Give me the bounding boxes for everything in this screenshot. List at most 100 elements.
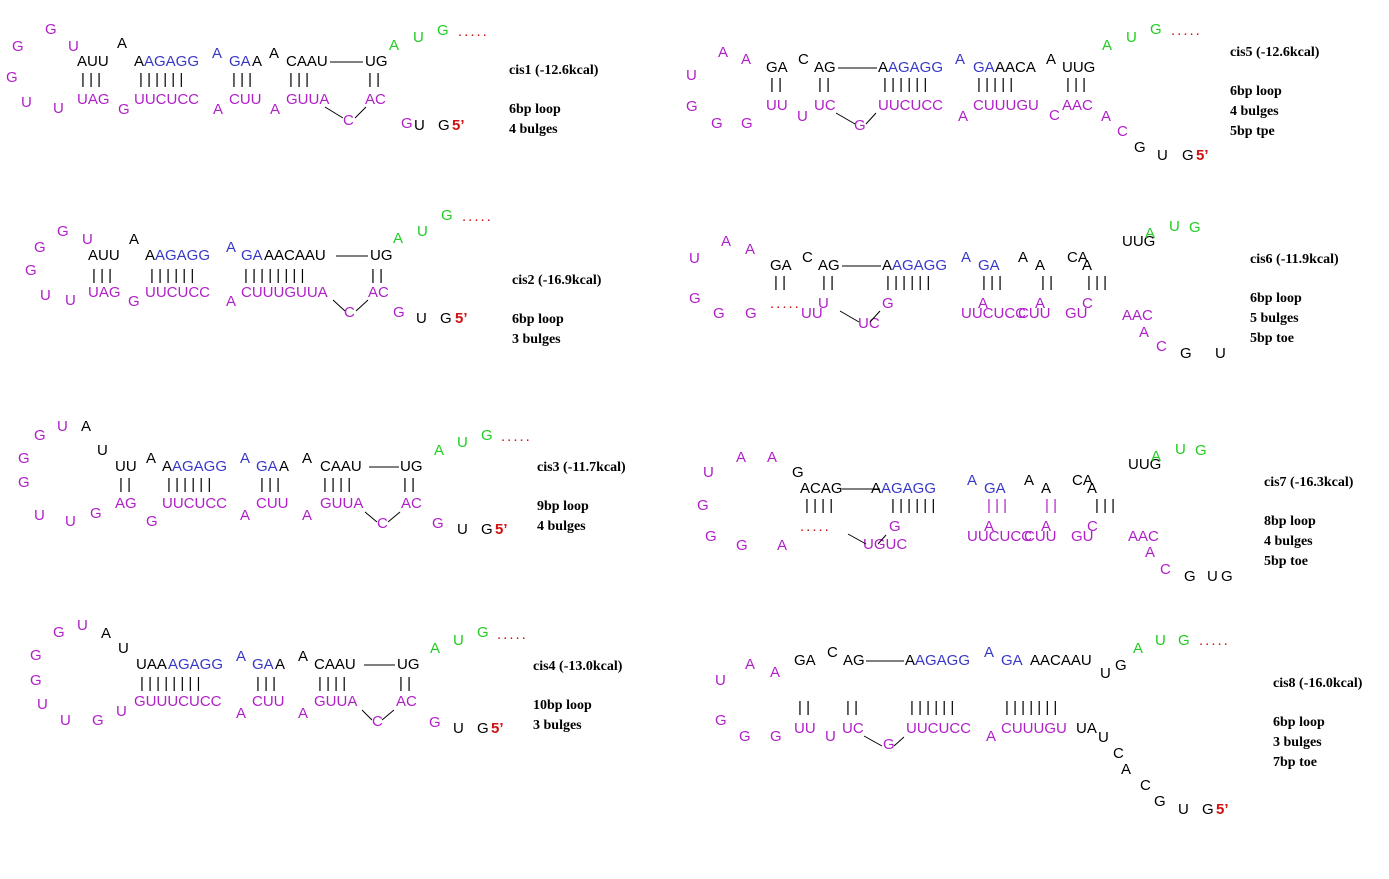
backbone-line xyxy=(361,709,373,721)
base-pair-bars: | | | | | | | | xyxy=(244,267,304,284)
nucleotide: GUUA xyxy=(286,91,329,108)
backbone-line xyxy=(863,735,883,747)
nucleotide: A xyxy=(1024,472,1034,489)
structure-note: 5bp toe xyxy=(1264,554,1308,569)
nucleotide: U xyxy=(1100,665,1111,682)
nucleotide: A xyxy=(1035,257,1045,274)
nucleotide: A xyxy=(905,652,915,669)
nucleotide: U xyxy=(686,67,697,84)
continuation-dots: ..... xyxy=(1171,22,1202,39)
structure-note: 6bp loop xyxy=(1230,84,1282,99)
nucleotide: A xyxy=(226,293,236,310)
nucleotide: C xyxy=(343,112,354,129)
nucleotide: A xyxy=(1151,448,1161,465)
nucleotide: A xyxy=(1145,544,1155,561)
nucleotide: G xyxy=(18,450,30,467)
nucleotide: A xyxy=(279,458,289,475)
nucleotide: A xyxy=(767,449,777,466)
base-pair-bars: | | | | xyxy=(805,497,833,514)
backbone-line xyxy=(865,112,877,125)
nucleotide: GA xyxy=(794,652,816,669)
base-pair-bars: | | | | | | xyxy=(910,699,954,716)
nucleotide: U xyxy=(34,507,45,524)
five-prime-marker: 5’ xyxy=(491,720,504,737)
nucleotide: GA xyxy=(1001,652,1023,669)
nucleotide: CUU xyxy=(1024,528,1057,545)
nucleotide: A xyxy=(741,51,751,68)
nucleotide: G xyxy=(25,262,37,279)
nucleotide: GA xyxy=(252,656,274,673)
nucleotide: U xyxy=(68,38,79,55)
nucleotide: UU xyxy=(115,458,137,475)
nucleotide: AAC xyxy=(1122,307,1153,324)
nucleotide: AAC xyxy=(1062,97,1093,114)
nucleotide: U xyxy=(40,287,51,304)
nucleotide: AC xyxy=(396,693,417,710)
nucleotide: A xyxy=(1101,108,1111,125)
nucleotide: U xyxy=(60,712,71,729)
nucleotide: UUCUCC xyxy=(967,528,1032,545)
nucleotide: GA xyxy=(770,257,792,274)
nucleotide: CUU xyxy=(252,693,285,710)
base-pair-bars: | | | | | | | | xyxy=(140,675,200,692)
nucleotide: C xyxy=(1117,123,1128,140)
nucleotide: G xyxy=(1134,139,1146,156)
structure-note: 6bp loop xyxy=(509,102,561,117)
backbone-line xyxy=(839,310,860,323)
nucleotide: G xyxy=(34,239,46,256)
nucleotide: G xyxy=(118,101,130,118)
nucleotide: G xyxy=(1150,21,1162,38)
nucleotide: UUCUCC xyxy=(878,97,943,114)
nucleotide: G xyxy=(477,624,489,641)
nucleotide: U xyxy=(416,310,427,327)
base-pair-bars: | | xyxy=(770,76,782,93)
nucleotide: A xyxy=(1018,249,1028,266)
nucleotide: G xyxy=(45,21,57,38)
nucleotide: G xyxy=(30,647,42,664)
nucleotide: U xyxy=(53,100,64,117)
base-pair-bars: | | | xyxy=(260,476,280,493)
nucleotide: C xyxy=(1087,518,1098,535)
five-prime-marker: 5’ xyxy=(495,521,508,538)
nucleotide: AGAGG xyxy=(168,656,223,673)
nucleotide: G xyxy=(689,290,701,307)
nucleotide: GUUA xyxy=(314,693,357,710)
nucleotide: A xyxy=(434,442,444,459)
nucleotide: UU xyxy=(794,720,816,737)
structure-title: cis8 (-16.0kcal) xyxy=(1273,676,1363,691)
base-pair-bars: | | xyxy=(1041,274,1053,291)
nucleotide: A xyxy=(984,518,994,535)
nucleotide: AACA xyxy=(995,59,1036,76)
nucleotide: UAG xyxy=(88,284,121,301)
base-pair-bars: | | xyxy=(818,76,830,93)
nucleotide: G xyxy=(1221,568,1233,585)
backbone-line xyxy=(387,511,401,523)
nucleotide: A xyxy=(1102,37,1112,54)
structure-note: 6bp loop xyxy=(1250,291,1302,306)
nucleotide: G xyxy=(882,295,894,312)
nucleotide: A xyxy=(298,648,308,665)
nucleotide: U xyxy=(818,295,829,312)
base-pair-bars: | | | | xyxy=(323,476,351,493)
backbone-line xyxy=(324,106,344,119)
nucleotide: U xyxy=(1178,801,1189,818)
nucleotide: CUUUGUUA xyxy=(241,284,328,301)
nucleotide: A xyxy=(986,728,996,745)
nucleotide: AAC xyxy=(1128,528,1159,545)
nucleotide: G xyxy=(854,117,866,134)
nucleotide: A xyxy=(1046,51,1056,68)
nucleotide: U xyxy=(797,108,808,125)
nucleotide: U xyxy=(116,703,127,720)
nucleotide: UAA xyxy=(136,656,167,673)
nucleotide: A xyxy=(146,450,156,467)
nucleotide: G xyxy=(1115,657,1127,674)
nucleotide: A xyxy=(129,231,139,248)
nucleotide: A xyxy=(236,648,246,665)
nucleotide: A xyxy=(878,59,888,76)
nucleotide: AACAAU xyxy=(264,247,326,264)
nucleotide: G xyxy=(393,304,405,321)
nucleotide: A xyxy=(1041,518,1051,535)
